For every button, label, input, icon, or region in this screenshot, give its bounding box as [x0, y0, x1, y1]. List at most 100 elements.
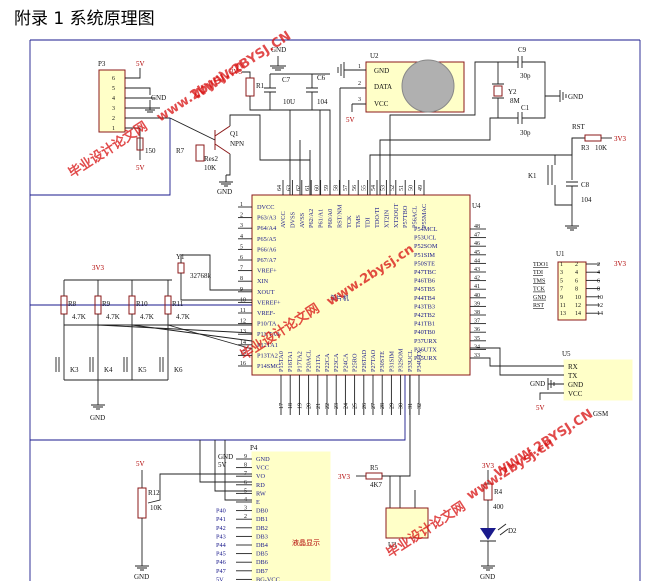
u1-body: [557, 261, 587, 321]
mcu-top-pin-num: 55: [362, 185, 368, 191]
p4-pin-name: BG-VCC: [256, 576, 280, 581]
y1-wires: [180, 254, 252, 301]
key-button: [159, 355, 169, 380]
u5-pin-gnd: GND: [568, 381, 583, 389]
mcu-top-pin-name: TDI: [365, 218, 372, 229]
c6-ref: C6: [317, 74, 326, 82]
p3-pin-2: 2: [112, 116, 115, 122]
key-button: [89, 355, 99, 380]
r7-value: 10K: [204, 164, 216, 172]
mcu-left-pin-name: P64/A4: [257, 225, 277, 232]
p3-pin-3: 3: [112, 106, 115, 112]
p4-pin-name: DB6: [256, 559, 268, 566]
mcu-left-pin-num: 3: [240, 223, 243, 229]
rst-gnd-symbol: [565, 220, 579, 231]
mcu-bottom-pin-name: P21TA: [315, 354, 322, 372]
header-p3: P3 6 5 4 3 2 1 5V 5V GND 150: [98, 60, 170, 172]
rst-3v3-label: 3V3: [614, 135, 627, 143]
mcu-left-pin-name: VREF-: [257, 310, 275, 317]
p4-pin-rows: GNDVCCVORDRWEDB0P40DB1P41DB2P42DB3P43DB4…: [216, 454, 280, 583]
mcu-left-pin-name: P10/TA: [257, 321, 277, 328]
mcu-left-pin-name: P13TA2: [257, 352, 278, 359]
c9-ref: C9: [518, 46, 527, 54]
key-resistor-ref: R8: [68, 300, 77, 308]
u1-pin-b-out: 2: [597, 262, 600, 268]
mcu-bottom-pin-num: 26: [362, 403, 368, 409]
crystal-y1: Y1 32768k: [176, 253, 252, 301]
mcu-top-pin-name: DVSS: [289, 211, 296, 228]
d2-gnd-wire: [480, 540, 496, 571]
mcu-bottom-pin-name: P34UTX: [416, 349, 423, 372]
c9-capacitor: [498, 56, 546, 96]
lcd-p4: P4 GNDVCCVORDRWEDB0P40DB1P41DB2P42DB3P43…: [199, 440, 331, 583]
r12-wiper-wire: [147, 473, 252, 504]
p3-vcc-label: 5V: [136, 60, 145, 68]
c7-value: 10U: [283, 98, 295, 106]
u1-signal-label: TDI: [533, 270, 543, 276]
u2-ref: U2: [370, 52, 379, 60]
r1-ref: R1: [256, 82, 265, 90]
mcu-bottom-pin-num: 30: [399, 403, 405, 409]
crystal-gnd-label: GND: [568, 93, 583, 101]
c7-ref: C7: [282, 76, 291, 84]
mcu-right-pin-name: P37URX: [414, 338, 438, 345]
r5-value: 4K7: [370, 481, 383, 489]
u1-pin-a: 5: [560, 278, 563, 284]
c8-value: 104: [581, 196, 592, 204]
c8-capacitor: [566, 181, 578, 220]
key-resistor-value: 4.7K: [106, 313, 120, 321]
mcu-left-pin-name: P66/A6: [257, 246, 276, 253]
mcu-bottom-pin-name: P24CA: [342, 353, 349, 372]
mcu-bottom-pin-name: P16TA1: [287, 351, 294, 372]
mcu-bottom-pin-name: P33UCL: [407, 349, 414, 372]
mcu-left-pin-name: P67/A7: [257, 257, 276, 264]
q1-gnd-symbol: [219, 175, 233, 187]
c7-capacitor: [264, 74, 276, 110]
mcu-right-pin-name: P42TB2: [414, 312, 435, 319]
mcu-top-pin-name: P56ACL: [412, 205, 419, 228]
gsm-u5: U5 RX TX GND VCC GSM GND 5V: [470, 347, 633, 418]
u1-pin-b: 10: [575, 295, 581, 301]
p3-gnd-symbol: [145, 100, 155, 113]
mcu-top-pin-name: P57TBO: [402, 205, 409, 228]
p4-pin-name: RD: [256, 482, 265, 489]
mcu-bottom-pin-num: 22: [325, 403, 331, 409]
u2-pin3-num: 3: [358, 97, 361, 103]
ir-3v3-label: 3V3: [338, 473, 351, 481]
key-resistor-value: 4.7K: [140, 313, 154, 321]
mcu-right-pin-num: 33: [474, 353, 480, 359]
top-3v3-wire: [242, 71, 251, 78]
p4-gnd-net: GND: [218, 453, 233, 461]
mcu-left-pin-num: 2: [240, 213, 243, 219]
mcu-bottom-pin-name: P30STE: [379, 351, 386, 372]
p4-pin-num: 3: [244, 506, 247, 512]
mcu-right-pin-name: P47TBC: [414, 269, 436, 276]
mcu-right-pin-num: 47: [474, 233, 480, 239]
mcu-right-pin-num: 45: [474, 250, 480, 256]
u1-pin-b-out: 12: [597, 303, 603, 309]
mcu-body: [251, 194, 471, 376]
mcu-left-pin-name: P12TA1: [257, 342, 278, 349]
p4-pin-net: P42: [216, 525, 226, 532]
u5-pin-tx: TX: [568, 372, 577, 380]
k1-ref: K1: [528, 172, 537, 180]
p4-pin-name: DB0: [256, 508, 268, 515]
mcu-left-pin-num: 12: [240, 319, 246, 325]
mcu-left-pin-num: 7: [240, 266, 243, 272]
r7-type: Res2: [204, 155, 219, 163]
u1-pin-a: 3: [560, 270, 563, 276]
keys-gnd-symbol: [91, 404, 105, 410]
led-gnd-label: GND: [480, 573, 495, 581]
p4-pin-name: DB7: [256, 568, 268, 575]
d2-ref: D2: [508, 527, 517, 535]
p3-5v-bottom: 5V: [136, 164, 145, 172]
mcu-right-pin-num: 37: [474, 319, 480, 325]
mcu-right-pin-name: P50STE: [414, 260, 435, 267]
led-d2: 3V3 R4 400 D2 GND: [480, 462, 517, 581]
mcu-right-pin-name: P53UCL: [414, 235, 437, 242]
mcu-bottom-pin-name: P23CA: [333, 353, 340, 372]
mcu-top-pin-num: 63: [286, 185, 292, 191]
u1-signal-label: TDO1: [533, 262, 548, 268]
